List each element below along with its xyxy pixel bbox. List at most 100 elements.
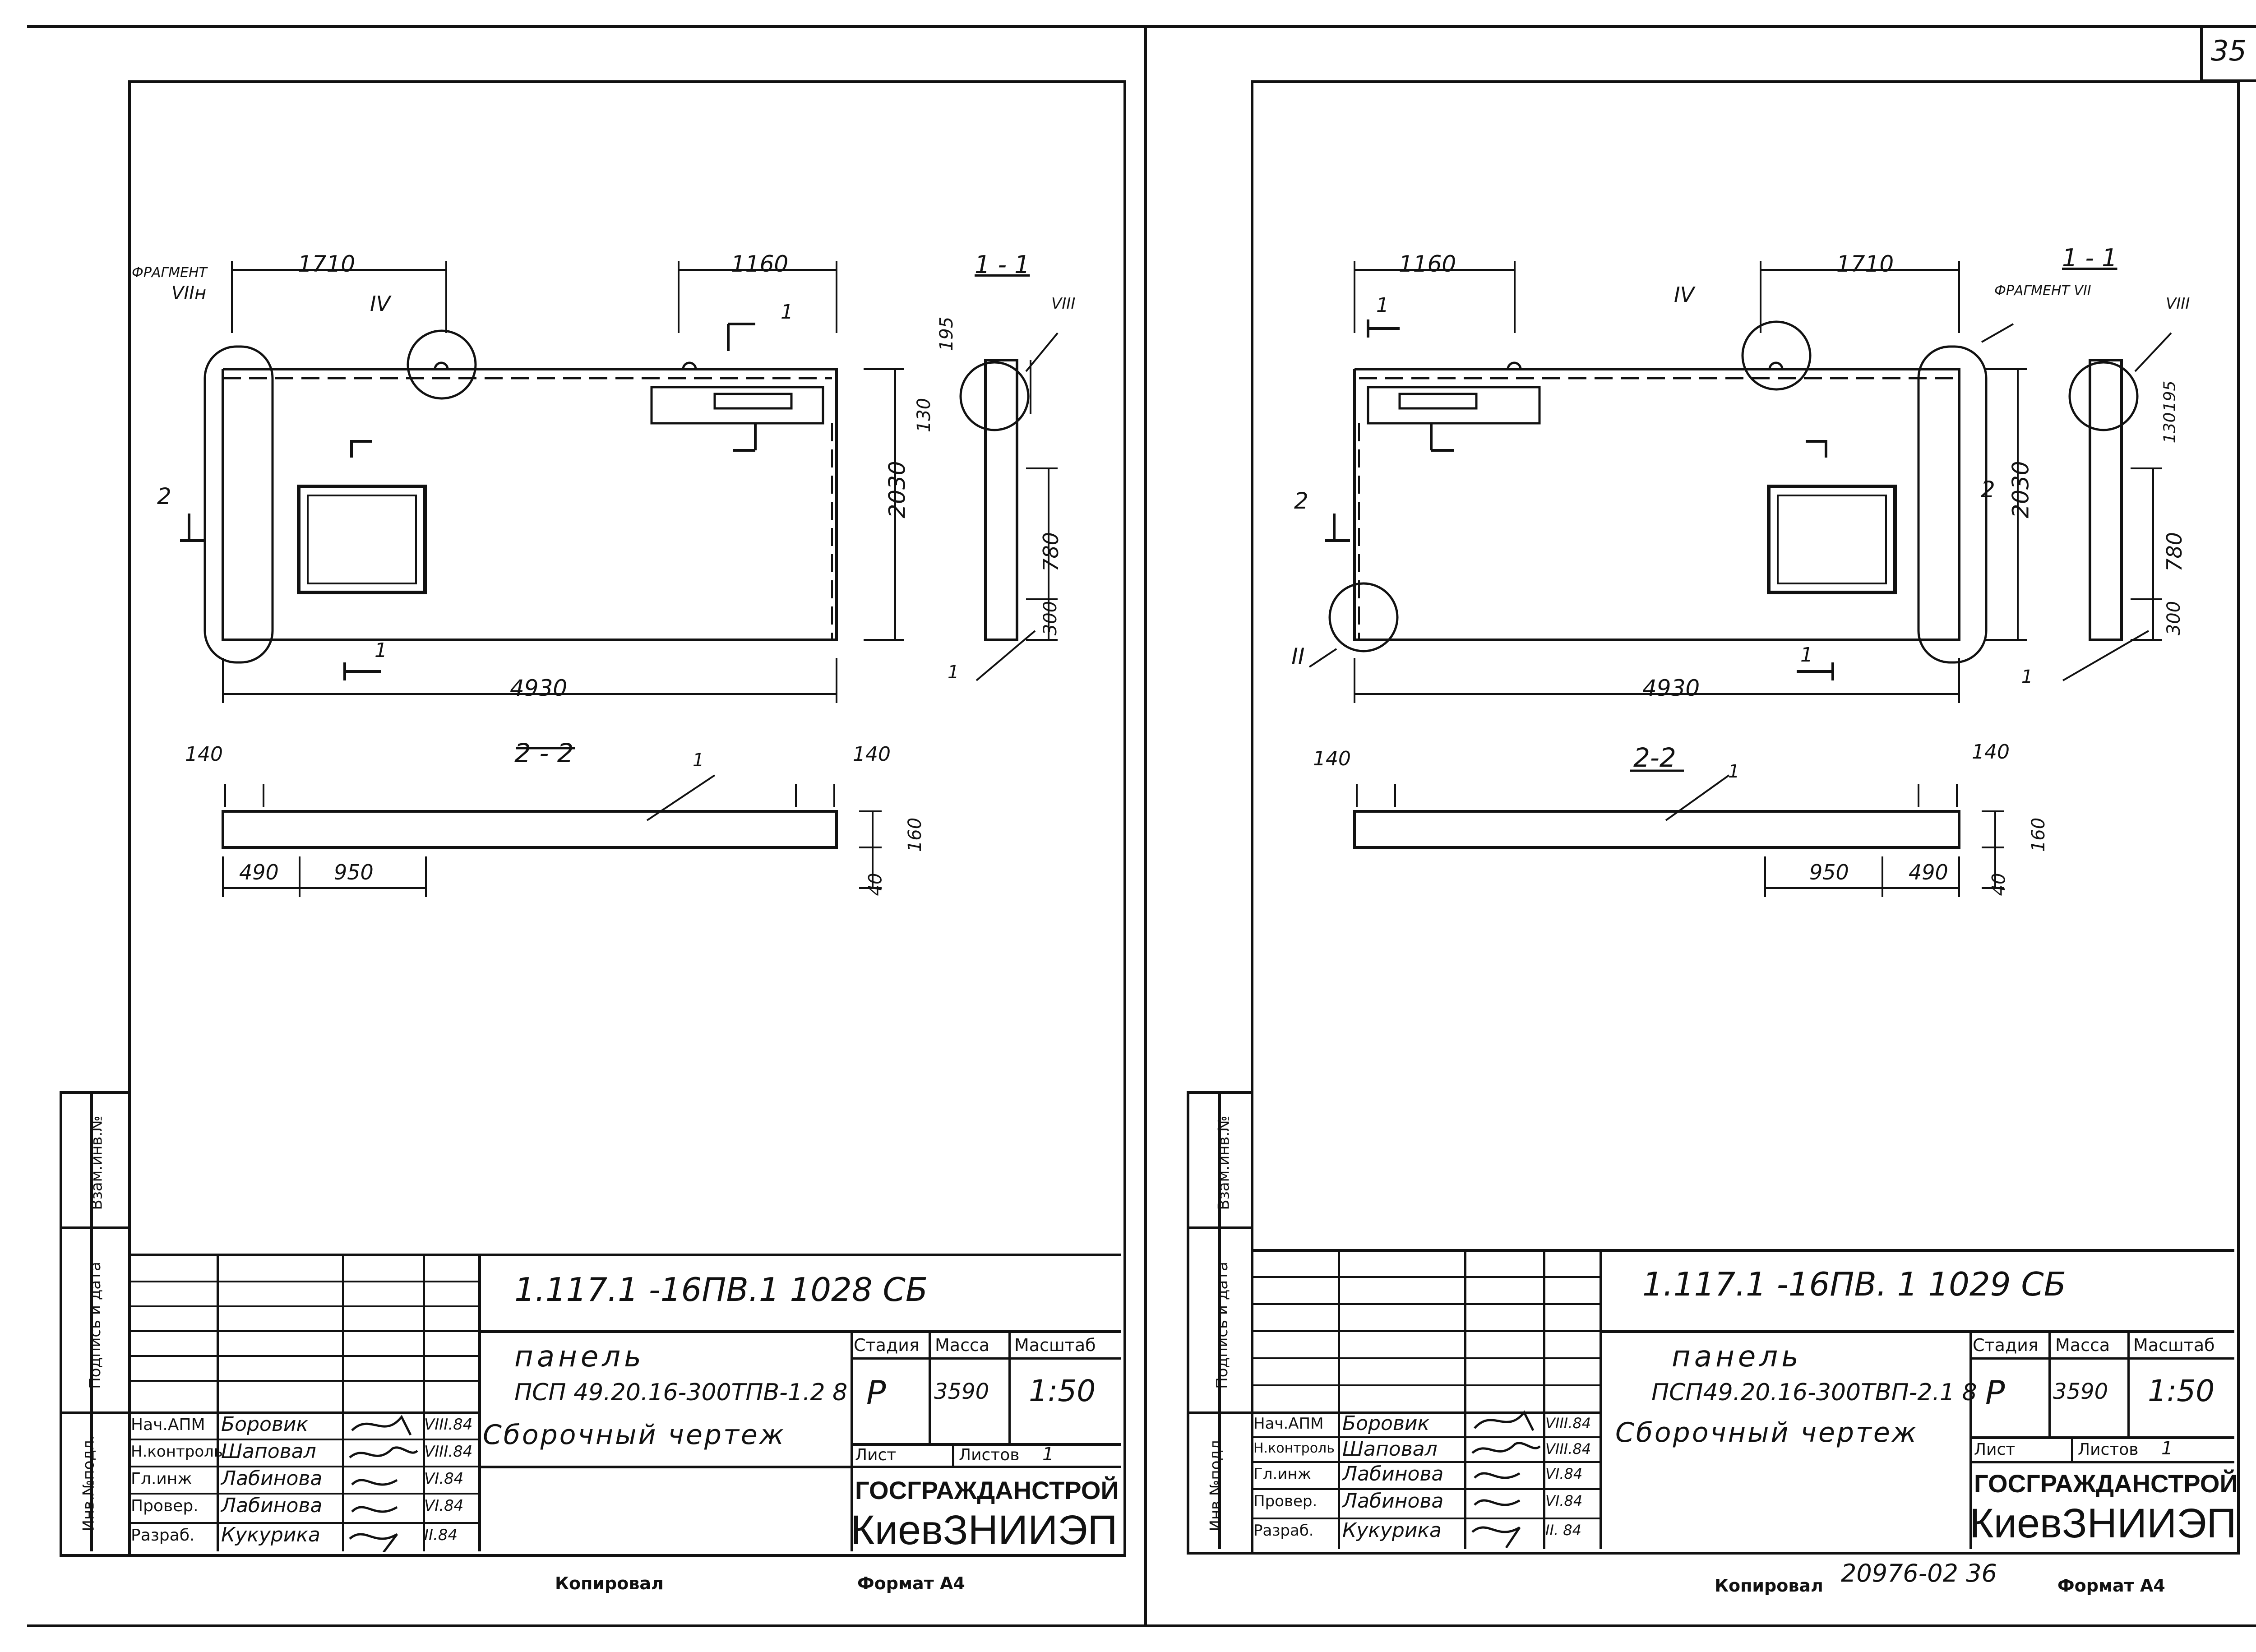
left-format: Формат А4 — [857, 1573, 965, 1593]
dim-40: 40 — [865, 873, 886, 896]
right-label-cut-1-bottom: 1 — [1800, 643, 1813, 666]
right-label-node-iv: IV — [1674, 282, 1695, 307]
left-org-2: КиевЗНИИЭП — [851, 1507, 1118, 1553]
left-mass-header: Масса — [935, 1335, 990, 1355]
right-stage-header: Стадия — [1973, 1335, 2039, 1355]
right-dim-length: 4930 — [1642, 675, 1700, 701]
right-drawing-code: 1.117.1 -16ПВ. 1 1029 СБ — [1642, 1265, 2066, 1303]
left-title-assembly: Сборочный чертеж — [483, 1419, 786, 1451]
left-sheets-value: 1 — [1042, 1444, 1054, 1465]
right-dim-195: 195 — [2160, 380, 2179, 412]
label-leader-1: 1 — [948, 662, 959, 683]
dim-195: 195 — [936, 316, 957, 352]
right-dim-160: 160 — [2028, 817, 2049, 852]
dim-top-right: 1160 — [731, 251, 789, 277]
right-archive-number: 20976-02 36 — [1841, 1559, 1997, 1587]
right-signatures — [1471, 1410, 1541, 1548]
left-signer-date-1: VIII.84 — [424, 1443, 473, 1461]
right-dim-780: 780 — [2162, 532, 2187, 572]
right-dim-950: 950 — [1809, 860, 1849, 884]
dim-height: 2030 — [884, 461, 911, 518]
fragment-loop — [1917, 345, 1988, 664]
window-opening — [297, 485, 427, 594]
bottom-rule — [27, 1624, 2256, 1627]
right-label-node-viii: VIII — [2166, 295, 2190, 313]
right-label-leader-1-sec: 1 — [1728, 761, 1740, 782]
left-scale: 1:50 — [1029, 1374, 1096, 1408]
right-label-cut-1-top: 1 — [1376, 294, 1389, 317]
label-section-11: 1 - 1 — [975, 250, 1030, 279]
panel-outline — [222, 368, 838, 641]
dim-140-left: 140 — [185, 743, 223, 766]
right-dim-top-right: 1710 — [1836, 251, 1894, 277]
right-signer-name-1: Шаповал — [1342, 1438, 1438, 1461]
left-signer-role-3: Провер. — [131, 1497, 199, 1515]
left-signer-name-0: Боровик — [221, 1413, 309, 1436]
left-sheets-label: Листов — [959, 1446, 1020, 1464]
left-title-mark: ПСП 49.20.16-300ТПВ-1.2 8 — [514, 1379, 848, 1406]
right-label-section-22: 2-2 — [1633, 742, 1676, 773]
side-label-replace: Взам.инв.№ — [88, 1115, 106, 1210]
right-dim-300: 300 — [2164, 601, 2185, 636]
page-number: 35 — [2211, 34, 2247, 67]
section-22-profile — [1353, 810, 1960, 849]
dim-490: 490 — [239, 860, 279, 884]
left-signer-role-2: Гл.инж — [131, 1470, 192, 1488]
section-11-profile — [2089, 359, 2123, 641]
right-signer-date-1: VIII.84 — [1545, 1440, 1591, 1458]
label-cut-1-top: 1 — [781, 301, 793, 324]
right-title-panel: панель — [1672, 1340, 1802, 1374]
right-dim-490: 490 — [1909, 860, 1948, 884]
dim-780: 780 — [1038, 532, 1063, 572]
right-signer-name-3: Лабинова — [1342, 1490, 1444, 1513]
right-label-section-11: 1 - 1 — [2062, 244, 2117, 272]
panel-outline — [1353, 368, 1960, 641]
right-stage: Р — [1985, 1374, 2005, 1411]
left-signatures — [349, 1415, 418, 1552]
label-section-22: 2 - 2 — [514, 738, 574, 768]
right-label-node-ii: II — [1291, 643, 1305, 670]
left-signer-name-2: Лабинова — [221, 1467, 323, 1490]
dim-140-right: 140 — [853, 743, 891, 766]
left-signer-name-3: Лабинова — [221, 1494, 323, 1517]
window-opening — [1767, 485, 1897, 594]
dim-130: 130 — [914, 398, 935, 433]
left-title-panel: панель — [514, 1340, 645, 1374]
right-signer-date-3: VI.84 — [1545, 1492, 1583, 1509]
right-side-label-inv: Инв.№подл. — [1207, 1435, 1225, 1532]
right-signer-role-2: Гл.инж — [1253, 1465, 1312, 1483]
right-signer-date-2: VI.84 — [1545, 1465, 1583, 1482]
right-side-label-sign: Подпись и дата — [1213, 1262, 1231, 1389]
node-iv-circle — [407, 329, 477, 400]
right-title-mark: ПСП49.20.16-300ТВП-2.1 8 — [1651, 1379, 1977, 1406]
right-mass-header: Масса — [2055, 1335, 2110, 1355]
left-drawing-code: 1.117.1 -16ПВ.1 1028 СБ — [514, 1271, 928, 1309]
side-label-sign: Подпись и дата — [86, 1262, 104, 1389]
node-iv-circle — [1741, 320, 1812, 391]
right-signer-date-4: II. 84 — [1545, 1522, 1581, 1539]
dim-length: 4930 — [510, 675, 568, 701]
node-viii-circle — [959, 361, 1030, 431]
left-sheet-label: Лист — [855, 1446, 897, 1464]
right-signer-name-2: Лабинова — [1342, 1462, 1444, 1485]
right-label-cut-2: 2 — [1294, 488, 1308, 514]
left-copied: Копировал — [555, 1573, 664, 1593]
dim-950: 950 — [334, 860, 374, 884]
left-sheet-frame — [128, 80, 1126, 1557]
right-signer-role-4: Разраб. — [1253, 1522, 1314, 1540]
right-dim-top-left: 1160 — [1399, 251, 1456, 277]
dim-160: 160 — [905, 817, 926, 852]
label-fragment: ФРАГМЕНТ — [132, 265, 207, 281]
right-signer-role-3: Провер. — [1253, 1492, 1318, 1510]
side-label-inv: Инв.№подл. — [79, 1435, 98, 1532]
right-title-block — [1251, 1249, 2234, 1552]
right-sheets-label: Листов — [2078, 1440, 2139, 1459]
right-sheets-value: 1 — [2161, 1438, 2173, 1459]
right-sheet-label: Лист — [1974, 1440, 2016, 1459]
right-sheet-frame — [1251, 80, 2240, 1555]
left-signer-date-3: VI.84 — [424, 1497, 464, 1515]
label-node-viii: VIII — [1051, 295, 1076, 313]
right-org-2: КиевЗНИИЭП — [1969, 1500, 2237, 1546]
left-signer-date-0: VIII.84 — [424, 1416, 473, 1434]
right-title-assembly: Сборочный чертеж — [1615, 1417, 1918, 1448]
